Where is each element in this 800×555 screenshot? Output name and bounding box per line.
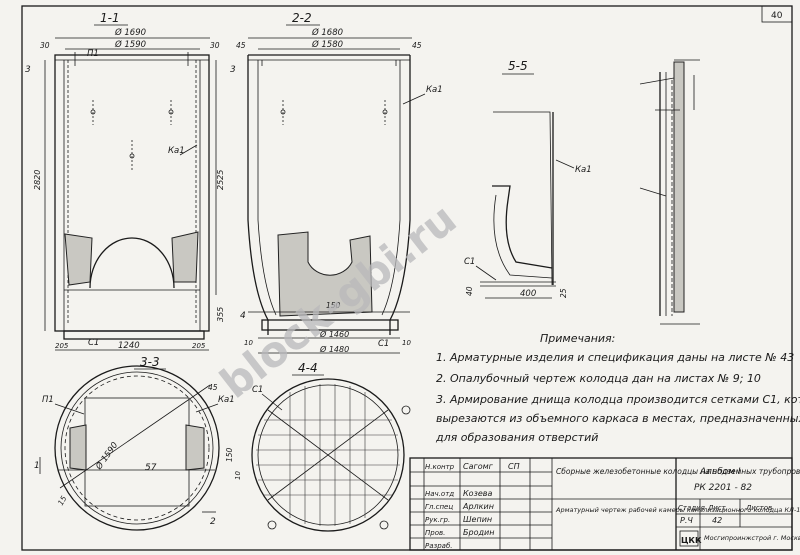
tb-col-sheets: Листов [745, 504, 772, 512]
tb-name-4: Бродин [463, 528, 494, 537]
s11-height-355: 355 [216, 307, 225, 322]
section-5-5: 5-5 Ка1 С1 40 400 25 [464, 59, 592, 299]
section-1-1-title: 1-1 [100, 11, 120, 25]
s44-dim-150: 150 [225, 447, 234, 462]
notes-heading: Примечания: [540, 332, 615, 345]
s11-dim-outer: Ø 1690 [114, 27, 146, 38]
s22-label-ka1: Ка1 [426, 85, 443, 95]
s22-dim-10-right: 10 [402, 339, 411, 347]
s33-marker-2: 2 [210, 517, 216, 527]
s22-marker-4: 4 [240, 311, 246, 321]
tb-sheet: 42 [712, 516, 722, 525]
s22-label-c1: С1 [378, 339, 389, 349]
section-2-2-title: 2-2 [292, 11, 312, 25]
tb-stage: Р.Ч [680, 516, 693, 525]
s11-bottom-205-left: 205 [55, 342, 69, 350]
tb-org-logo-box [679, 530, 699, 547]
s11-label-p1: П1 [87, 49, 99, 59]
s33-label-57: 57 [145, 463, 157, 473]
tb-org-logo: ЦКК [681, 536, 702, 545]
tb-album-code: РК 2201 - 82 [694, 483, 752, 493]
tb-row-4: Пров. [425, 529, 445, 537]
tb-row-3: Рук.гр. [425, 516, 450, 524]
s22-dim-45-left: 45 [236, 41, 246, 50]
tb-name-2: Арлкин [462, 502, 494, 511]
page-number: 40 [771, 11, 783, 21]
note-line-5: для образования отверстий [435, 431, 598, 444]
s44-label-c1: С1 [252, 385, 263, 395]
detail-loop [639, 59, 700, 325]
s22-dim-45-right: 45 [412, 41, 422, 50]
tb-name-3: Шепин [463, 515, 492, 524]
section-2-2: 2-2 Ø 1680 Ø 1580 45 45 Ка1 4 150 [236, 11, 443, 354]
s11-marker-3-top: 3 [25, 65, 31, 75]
s55-dim-400: 400 [520, 289, 536, 299]
tb-name-0: Сагомг [463, 462, 494, 471]
tb-album: Альбом I [699, 467, 741, 477]
s33-dim-45: 45 [208, 383, 218, 392]
section-3-3: 3-3 Ø 1590 57 П1 Ка1 45 15 1 2 [34, 355, 235, 531]
s11-dim-30-right: 30 [210, 41, 220, 50]
s33-marker-1: 1 [34, 461, 40, 471]
tb-name-1: Козева [463, 489, 492, 498]
s11-marker-3-right: 3 [230, 65, 236, 75]
s22-dim-inner: Ø 1580 [311, 39, 343, 50]
s33-label-p1: П1 [42, 395, 54, 405]
s11-dim-30-left: 30 [40, 41, 50, 50]
note-line-3: 3. Армирование днища колодца производитс… [436, 393, 800, 406]
s55-dim-40: 40 [465, 286, 474, 296]
section-4-4-title: 4-4 [298, 361, 318, 375]
s22-dim-1480: Ø 1480 [319, 344, 349, 354]
s11-bottom-1240: 1240 [118, 341, 140, 351]
watermark: block-gbi.ru [211, 194, 465, 408]
s33-label-ka1: Ка1 [218, 395, 235, 405]
tb-col-stage: Стадия [678, 504, 705, 512]
title-block: Н.контр Нач.отд Гл.спец Рук.гр. Пров. Ра… [409, 457, 800, 551]
tb-project-title: Сборные железобетонные колодцы на подзем… [556, 467, 800, 476]
tb-org-name: Мосгипроинжстрой г. Москва [704, 534, 800, 542]
s22-dim-10-left: 10 [244, 339, 253, 347]
s11-dim-inner: Ø 1590 [114, 39, 146, 50]
s11-label-c1: С1 [88, 338, 99, 348]
s33-dim-1590: Ø 1590 [93, 440, 120, 473]
section-5-5-title: 5-5 [508, 59, 528, 73]
tb-col-sheet: Лист [707, 504, 727, 512]
tb-sheet-desc: Арматурный чертеж рабочей камеры канализ… [555, 506, 800, 514]
section-3-3-title: 3-3 [140, 355, 160, 369]
page-number-box [761, 5, 793, 23]
tb-row-5: Разраб. [425, 542, 453, 550]
s55-label-c1: С1 [464, 257, 475, 267]
s11-bottom-205-right: 205 [192, 342, 206, 350]
s22-dim-1460: Ø 1460 [319, 329, 349, 339]
tb-sig-short: СП [508, 462, 520, 471]
s55-label-ka1: Ка1 [575, 165, 592, 175]
s11-label-ka1: Ка1 [168, 146, 185, 156]
s55-dim-25: 25 [559, 288, 568, 298]
s44-dim-10: 10 [234, 471, 242, 480]
note-line-2: 2. Опалубочный чертеж колодца дан на лис… [436, 372, 761, 385]
tb-row-1: Нач.отд [425, 490, 454, 498]
s22-dim-outer: Ø 1680 [311, 27, 343, 38]
note-line-4: вырезаются из объемного каркаса в местах… [436, 412, 800, 425]
s11-height-total: 2820 [33, 170, 42, 190]
section-1-1: 1-1 Ø 1690 Ø 1590 30 30 П1 Ка1 [25, 11, 236, 351]
section-4-4: 4-4 С1 150 10 [225, 361, 411, 532]
s44-mesh [256, 384, 400, 526]
s22-dim-150: 150 [326, 301, 341, 310]
s33-dim-15: 15 [56, 494, 69, 507]
s11-height-2525: 2525 [216, 170, 225, 190]
note-line-1: 1. Арматурные изделия и спецификация дан… [436, 351, 794, 364]
tb-row-0: Н.контр [425, 463, 455, 471]
notes: Примечания: 1. Арматурные изделия и спец… [435, 332, 800, 444]
tb-row-2: Гл.спец [425, 503, 453, 511]
